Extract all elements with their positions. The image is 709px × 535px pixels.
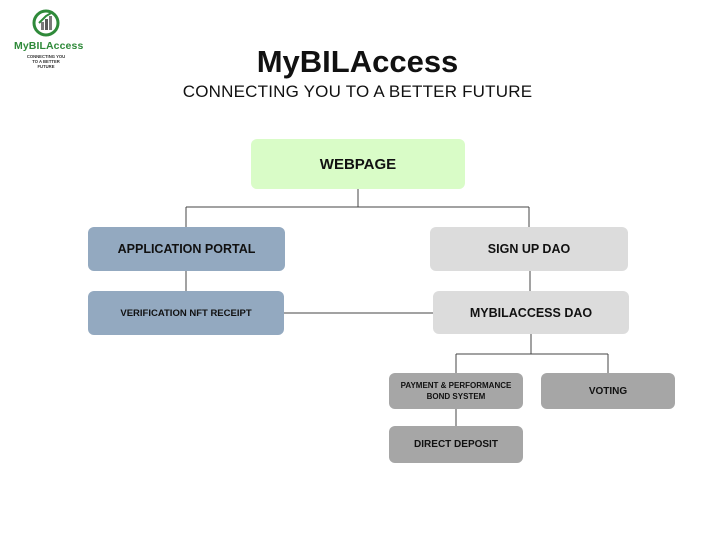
sign-up-dao-node: SIGN UP DAO: [430, 227, 628, 271]
application-portal-node: APPLICATION PORTAL: [88, 227, 285, 271]
page-subtitle: CONNECTING YOU TO A BETTER FUTURE: [182, 82, 533, 101]
logo-tagline: CONNECTING YOU TO A BETTER FUTURE: [26, 54, 66, 69]
direct-deposit-node: DIRECT DEPOSIT: [389, 426, 523, 463]
webpage-node: WEBPAGE: [251, 139, 465, 189]
voting-node: VOTING: [541, 373, 675, 409]
logo-name: MyBILAccess: [14, 40, 84, 52]
logo: MyBILAccess CONNECTING YOU TO A BETTER F…: [14, 8, 84, 69]
verification-nft-receipt-node: VERIFICATION NFT RECEIPT: [88, 291, 284, 335]
payment-bond-system-node: PAYMENT & PERFORMANCE BOND SYSTEM: [389, 373, 523, 409]
mybilaccess-dao-node: MYBILACCESS DAO: [433, 291, 629, 334]
house-chart-logo-icon: [32, 9, 60, 37]
page-title: MyBILAccess: [256, 44, 459, 79]
